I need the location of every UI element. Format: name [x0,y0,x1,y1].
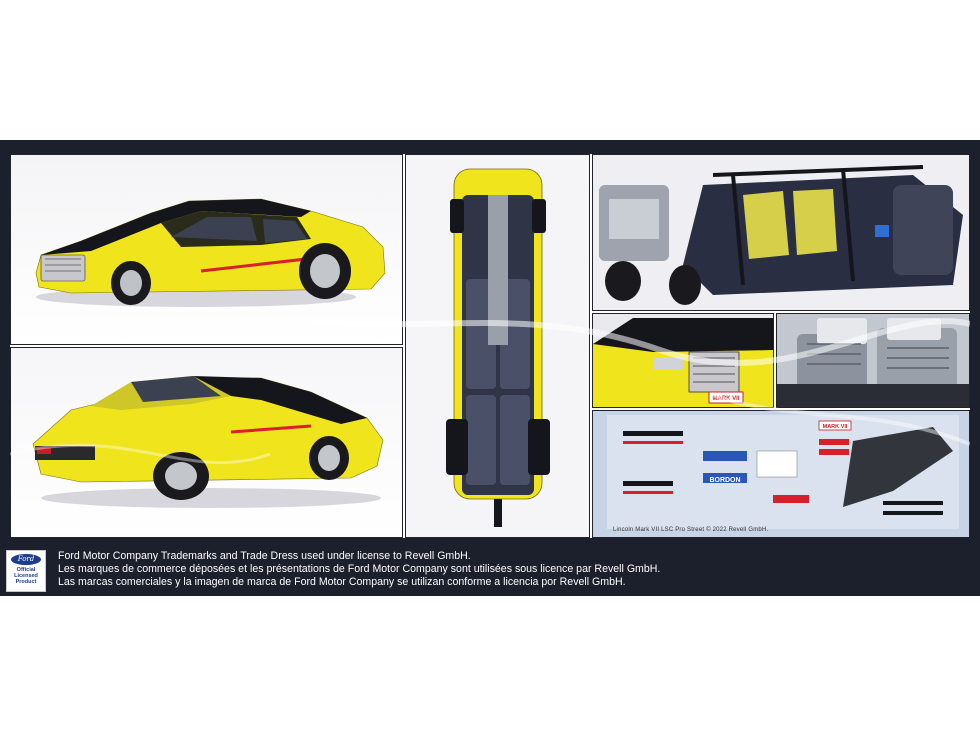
photo-collage: MARK VII BORDON [10,154,970,538]
interior-cage-photo [592,154,970,311]
car-side-view-photo [10,154,403,345]
decal-sheet-photo: BORDON MARK VII Lincoln Mark VII LSC Pro… [592,410,970,538]
product-box-back: MARK VII BORDON [0,140,980,596]
ford-licensed-badge: Ford Official Licensed Product [6,550,46,592]
legal-line-english: Ford Motor Company Trademarks and Trade … [58,550,471,562]
badge-line-official: Official [16,567,36,573]
badge-line-licensed: Licensed [14,573,38,580]
chassis-top-view-photo [405,154,590,538]
decal-plate-text: MARK VII [823,424,848,430]
front-grille-photo: MARK VII [592,313,774,408]
ford-logo-icon: Ford [11,554,41,565]
decal-sheet-caption: Lincoln Mark VII LSC Pro Street © 2022 R… [613,527,769,533]
legal-notice-strip: Ford Official Licensed Product Ford Moto… [0,544,980,596]
engine-blower-photo [776,313,970,408]
legal-line-french: Les marques de commerce déposées et les … [58,563,661,575]
badge-line-product: Product [15,579,37,586]
decal-sponsor-text: BORDON [709,477,740,484]
car-rear-view-photo [10,347,403,538]
legal-line-spanish: Las marcas comerciales y la imagen de ma… [58,576,626,588]
front-plate-text: MARK VII [713,396,740,402]
legal-text-block: Ford Motor Company Trademarks and Trade … [58,550,660,589]
